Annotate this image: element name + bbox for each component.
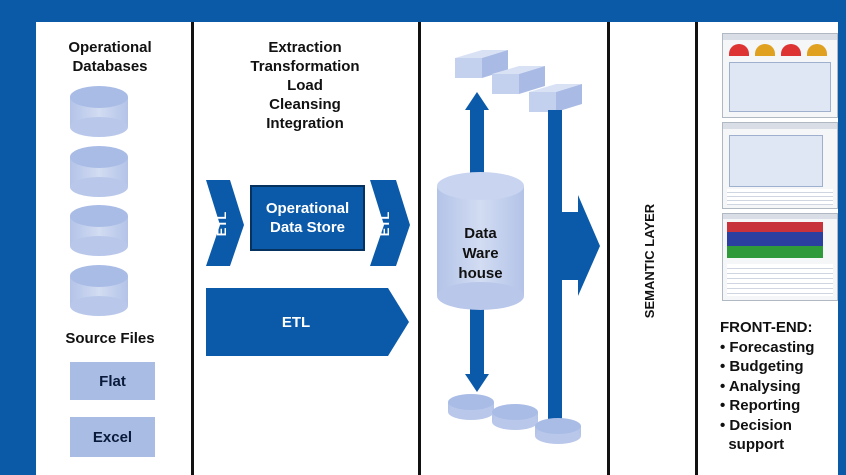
front-end-item-label: support: [728, 436, 785, 453]
ods-line: Data Store: [269, 219, 346, 236]
column-divider-1: [191, 22, 194, 475]
heading-line: Transformation: [250, 58, 360, 75]
heading-line: Cleansing: [269, 96, 341, 113]
heading-line: Integration: [266, 115, 344, 132]
database-cylinder-icon: [70, 265, 128, 316]
front-end-item: • Reporting: [720, 397, 801, 414]
database-cylinder-icon: [70, 86, 128, 137]
thumbnail-table: [727, 189, 833, 205]
data-mart-disk-icon: [492, 404, 538, 430]
thumbnail-chart: [729, 135, 823, 187]
front-end-item-continuation: support: [720, 435, 814, 455]
data-warehouse-label: Data Ware house: [437, 224, 524, 284]
database-cylinder-icon: [70, 146, 128, 197]
ods-line: Operational: [265, 200, 350, 217]
data-warehouse-cylinder-icon: [437, 172, 524, 310]
warehouse-line: house: [458, 265, 503, 282]
data-mart-box-icon: [455, 50, 508, 78]
flat-file-box: Flat: [70, 362, 155, 400]
gauge-icon: [807, 44, 827, 56]
etl-label-left: ETL: [214, 211, 229, 237]
etl-label-right: ETL: [377, 211, 392, 237]
front-end-item: • Analysing: [720, 377, 801, 395]
gauge-icon: [755, 44, 775, 56]
warehouse-line: Ware: [462, 245, 499, 262]
heading-line: Load: [287, 77, 323, 94]
data-mart-box-icon: [492, 66, 545, 94]
etl-large-label: ETL: [281, 313, 311, 331]
front-end-item-label: Budgeting: [729, 358, 804, 375]
data-mart-box-icon: [529, 84, 582, 112]
etl-arrow-small-right: [370, 180, 410, 266]
left-frame-bar: [0, 0, 36, 475]
semantic-layer-label: SEMANTIC LAYER: [642, 203, 657, 319]
gauge-icon: [781, 44, 801, 56]
front-end-item-label: Forecasting: [729, 338, 815, 356]
etl-arrow-small-left: [206, 180, 244, 266]
data-mart-disk-icon: [535, 418, 581, 444]
semantic-feed-arrow: [562, 195, 600, 296]
front-end-item: • Budgeting: [720, 358, 804, 375]
right-frame-bar: [838, 0, 846, 475]
front-end-item: • Decision: [720, 416, 792, 434]
area-band-blue: [727, 232, 823, 246]
data-mart-disk-icon: [448, 394, 494, 420]
front-end-title: FRONT-END:: [720, 319, 813, 336]
etl-arrow-large: [206, 288, 409, 356]
front-end-item: • Forecasting: [720, 338, 815, 356]
thumbnail-header: [723, 123, 837, 129]
column-divider-3: [607, 22, 610, 475]
operational-databases-title: Operational Databases: [40, 38, 180, 76]
column-divider-2: [418, 22, 421, 475]
operational-data-store-box: Operational Data Store: [250, 185, 365, 251]
source-files-title: Source Files: [65, 330, 155, 347]
warehouse-line: Data: [464, 225, 497, 242]
title-line: Databases: [72, 58, 148, 75]
heading-line: Extraction: [268, 39, 342, 56]
excel-file-box: Excel: [70, 417, 155, 457]
database-cylinder-icon: [70, 205, 128, 256]
area-band-green: [727, 246, 823, 258]
etl-process-heading: Extraction Transformation Load Cleansing…: [230, 38, 380, 133]
thumbnail-table: [727, 264, 833, 296]
top-frame-bar: [0, 0, 846, 22]
front-end-items: • Forecasting • Budgeting • Analysing • …: [720, 338, 814, 455]
column-divider-4: [695, 22, 698, 475]
front-end-item-label: Analysing: [728, 377, 801, 395]
thumbnail-header: [723, 34, 837, 40]
thumbnail-chart: [729, 62, 831, 112]
report-thumbnail-linechart: [722, 122, 838, 209]
front-end-list: FRONT-END: • Forecasting • Budgeting • A…: [720, 318, 814, 455]
semantic-feed-bar: [548, 110, 562, 432]
title-line: Operational: [68, 39, 152, 56]
report-thumbnail-areachart: [722, 213, 838, 301]
front-end-item-label: Reporting: [729, 397, 801, 414]
gauge-icon: [729, 44, 749, 56]
front-end-item-label: Decision: [729, 416, 792, 434]
area-band-red: [727, 222, 823, 232]
thumbnail-header: [723, 214, 837, 219]
report-thumbnail-gauges: [722, 33, 838, 118]
